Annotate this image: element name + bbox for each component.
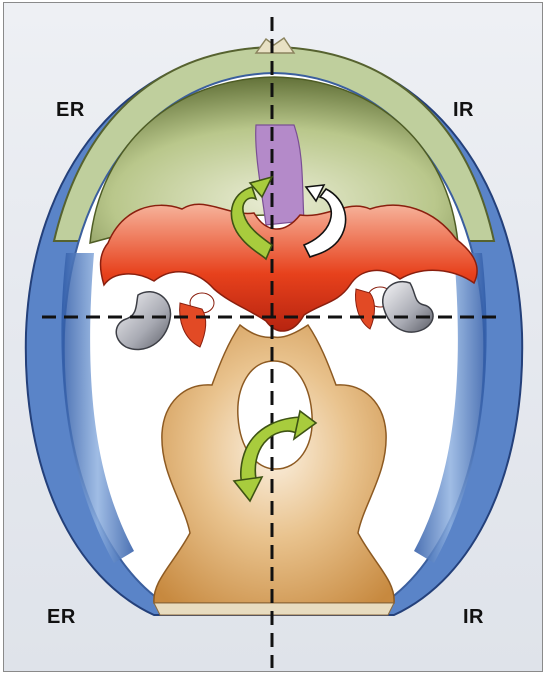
- occipital-rim: [154, 603, 394, 615]
- label-er-bottom-left: ER: [47, 606, 76, 629]
- label-ir-top-right: IR: [453, 99, 474, 122]
- figure-frame: ER IR ER IR: [3, 2, 543, 672]
- label-ir-bottom-right: IR: [463, 606, 484, 629]
- label-er-top-left: ER: [56, 99, 85, 122]
- crista-galli: [256, 38, 294, 53]
